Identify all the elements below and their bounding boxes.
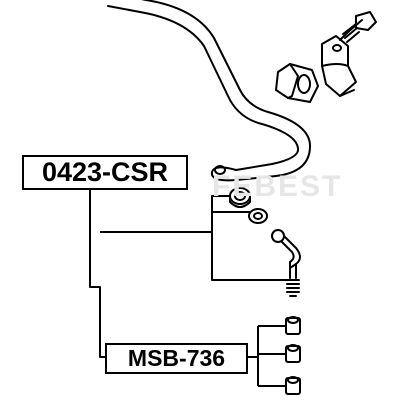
- lower-bushing-top: [285, 316, 301, 335]
- part-number-label-lower: MSB-736: [105, 343, 248, 374]
- bar-bushing: [275, 63, 319, 103]
- lower-bushing-bottom: [285, 376, 301, 395]
- leader-lines: [89, 190, 288, 387]
- bolt: [339, 11, 377, 43]
- washer-ring: [248, 208, 268, 224]
- stabilizer-bar: [107, 0, 311, 182]
- bracket: [321, 35, 357, 97]
- lower-bushing-middle: [285, 344, 301, 363]
- watermark: FEBEST: [212, 170, 343, 203]
- part-number-label-upper: 0423-CSR: [22, 155, 188, 190]
- stabilizer-link: [271, 229, 301, 297]
